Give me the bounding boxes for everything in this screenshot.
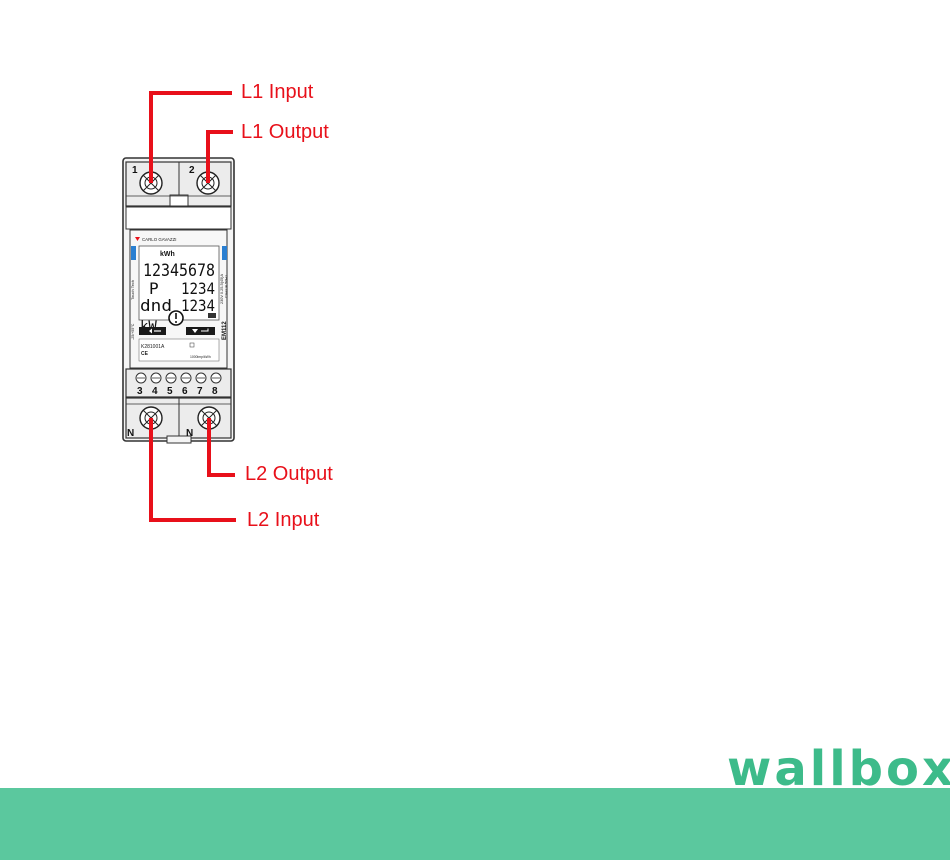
terminal-3: 3 — [137, 386, 143, 397]
meter-imp: 1000imp/kWh — [190, 355, 211, 359]
meter-rating: 230V 0.25-5(45)A — [220, 274, 224, 304]
terminal-2: 2 — [189, 165, 195, 176]
label-l2-input: L2 Input — [247, 509, 319, 531]
terminal-n-left: N — [127, 428, 134, 439]
meter-model: EM112 — [222, 321, 228, 340]
terminal-6: 6 — [182, 386, 188, 397]
meter-temp: -25/+55°C — [131, 323, 135, 340]
button-right[interactable] — [186, 327, 215, 335]
label-l2-output: L2 Output — [245, 463, 333, 485]
blue-tab-left — [131, 246, 136, 260]
blue-tab-right — [222, 246, 227, 260]
meter-wiring-diagram: CARLO GAVAZZI kWh 12345678 P 1234 dnd 12… — [0, 0, 950, 790]
terminal-n-right: N — [186, 428, 193, 439]
lcd-row3-left: dnd — [140, 296, 172, 315]
meter-class: Class B 50Hz — [225, 275, 229, 298]
lcd-reading: 12345678 — [143, 261, 215, 280]
label-l1-input: L1 Input — [241, 81, 313, 103]
terminal-7: 7 — [197, 386, 203, 397]
meter-serial: K281001A — [141, 344, 165, 350]
terminal-4: 4 — [152, 386, 158, 397]
button-left[interactable] — [139, 327, 166, 335]
terminal-1: 1 — [132, 165, 138, 176]
lcd-unit-kwh: kWh — [160, 251, 175, 258]
meter-ce: CE — [141, 351, 149, 357]
footer-band — [0, 788, 950, 860]
energy-meter: CARLO GAVAZZI kWh 12345678 P 1234 dnd 12… — [123, 158, 234, 443]
label-l1-output: L1 Output — [241, 121, 329, 143]
wallbox-logo: wallbox — [727, 745, 950, 793]
terminal-8: 8 — [212, 386, 218, 397]
meter-brand: CARLO GAVAZZI — [142, 237, 176, 242]
terminal-5: 5 — [167, 386, 173, 397]
lcd-tariff-icon — [208, 313, 216, 318]
meter-touch-tech: Touch Tech — [130, 280, 135, 300]
lcd-row3-right: 1234 — [181, 296, 215, 315]
